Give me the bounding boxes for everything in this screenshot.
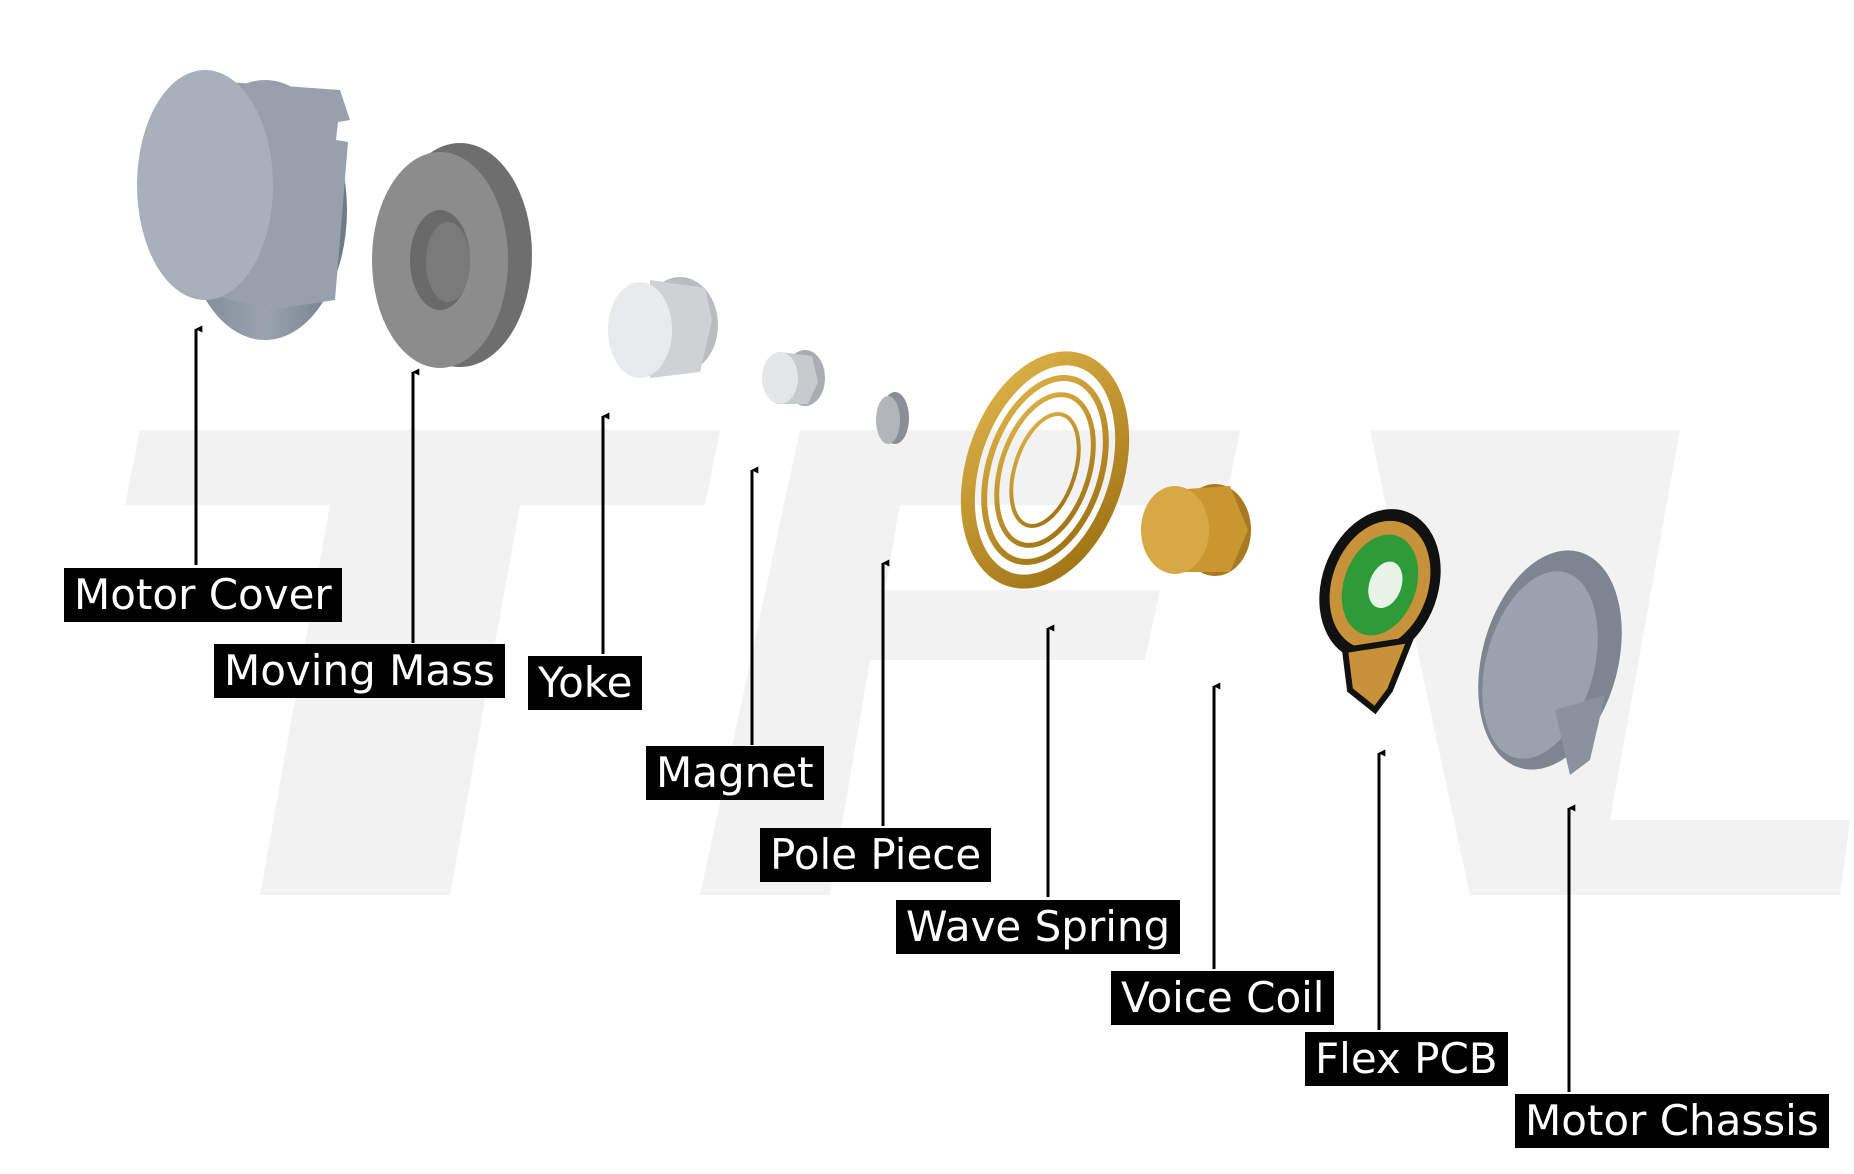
label-magnet: Magnet xyxy=(646,746,824,800)
label-voice-coil: Voice Coil xyxy=(1111,971,1335,1025)
voice-coil-part xyxy=(1141,484,1251,576)
motor-chassis-part xyxy=(1478,550,1622,775)
leader-arrows xyxy=(194,325,1576,1092)
label-flex-pcb: Flex PCB xyxy=(1305,1032,1508,1086)
label-motor-cover: Motor Cover xyxy=(64,568,342,622)
yoke-part xyxy=(608,277,718,378)
label-motor-chassis: Motor Chassis xyxy=(1515,1094,1829,1148)
label-wave-spring: Wave Spring xyxy=(896,900,1181,954)
label-moving-mass: Moving Mass xyxy=(214,644,505,698)
label-pole-piece: Pole Piece xyxy=(760,828,992,882)
moving-mass-part xyxy=(372,143,532,368)
flex-pcb-part xyxy=(1319,509,1441,715)
motor-cover-part xyxy=(137,70,350,340)
magnet-part xyxy=(762,350,825,406)
pole-piece-part xyxy=(876,392,909,444)
label-yoke: Yoke xyxy=(528,656,643,710)
wave-spring-part xyxy=(960,351,1130,589)
